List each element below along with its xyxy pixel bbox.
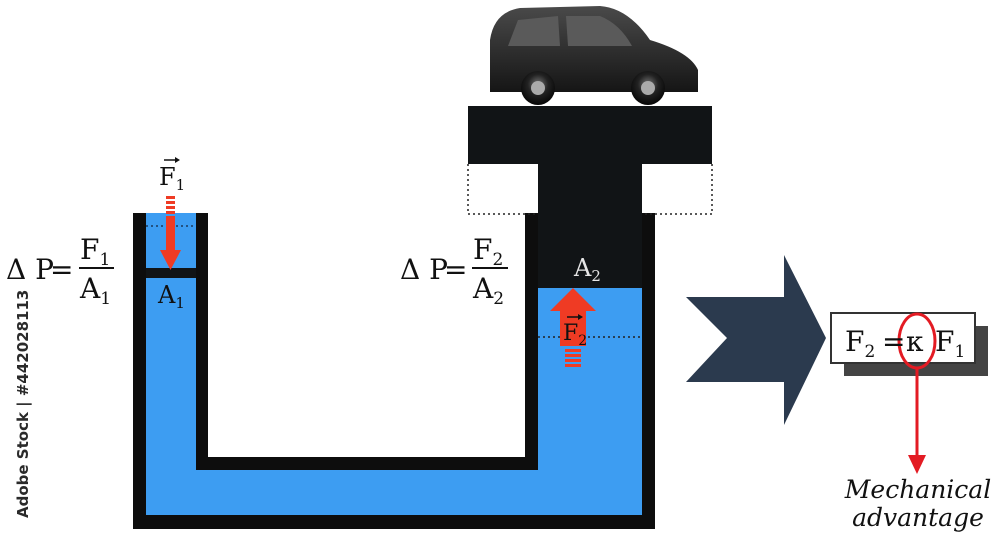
car-icon (490, 6, 698, 105)
small-piston (146, 268, 196, 278)
right-formula-equals: = (444, 253, 467, 286)
left-pressure-formula: Δ P = F1 A1 (6, 233, 114, 309)
svg-text:F2: F2 (845, 325, 875, 362)
large-piston (468, 106, 712, 288)
left-formula-lhs: Δ P (6, 253, 54, 286)
force-arrow-f1 (160, 196, 181, 270)
svg-text:F2: F2 (563, 321, 587, 349)
right-formula-numerator: F2 (473, 233, 503, 270)
svg-text:A1: A1 (157, 281, 185, 312)
right-formula-denominator: A2 (472, 272, 504, 309)
annotation-line-1: Mechanical (844, 475, 991, 504)
left-outer-wall (133, 213, 146, 529)
kappa-highlight (897, 312, 937, 474)
vessel-walls (133, 213, 655, 529)
kappa-symbol: κ (906, 325, 924, 358)
left-inner-wall (196, 213, 208, 470)
area-label-a2: A2 (573, 254, 601, 285)
svg-text:F1: F1 (159, 163, 185, 194)
bottom-inner-wall (196, 457, 538, 470)
mechanical-advantage-formula: F2 = κ F1 (845, 325, 965, 362)
right-formula-lhs: Δ P (400, 253, 448, 286)
pointer-arrowhead-icon (908, 455, 926, 474)
left-formula-denominator: A1 (79, 272, 111, 309)
right-cylinder-fluid (538, 288, 642, 515)
piston-stem (538, 164, 642, 288)
right-inner-wall (525, 213, 538, 470)
area-label-a1: A1 (157, 281, 185, 312)
svg-text:=: = (882, 325, 905, 358)
right-outer-wall (642, 213, 655, 529)
chevron-arrow-icon (686, 255, 826, 425)
svg-text:A2: A2 (573, 254, 601, 285)
svg-text:F1: F1 (935, 325, 965, 362)
bottom-outer-wall (133, 515, 655, 529)
piston-platform (468, 106, 712, 164)
left-formula-numerator: F1 (80, 233, 110, 270)
mechanical-advantage-annotation: Mechanical advantage (844, 475, 991, 532)
force-label-f2: F2 (563, 314, 587, 349)
left-formula-equals: = (50, 253, 73, 286)
piston-initial-position-outline (467, 164, 713, 338)
force-label-f1: F1 (159, 157, 185, 194)
right-pressure-formula: Δ P = F2 A2 (400, 233, 508, 309)
annotation-line-2: advantage (852, 503, 984, 532)
side-watermark-text: Adobe Stock | #442028113 (14, 290, 33, 518)
